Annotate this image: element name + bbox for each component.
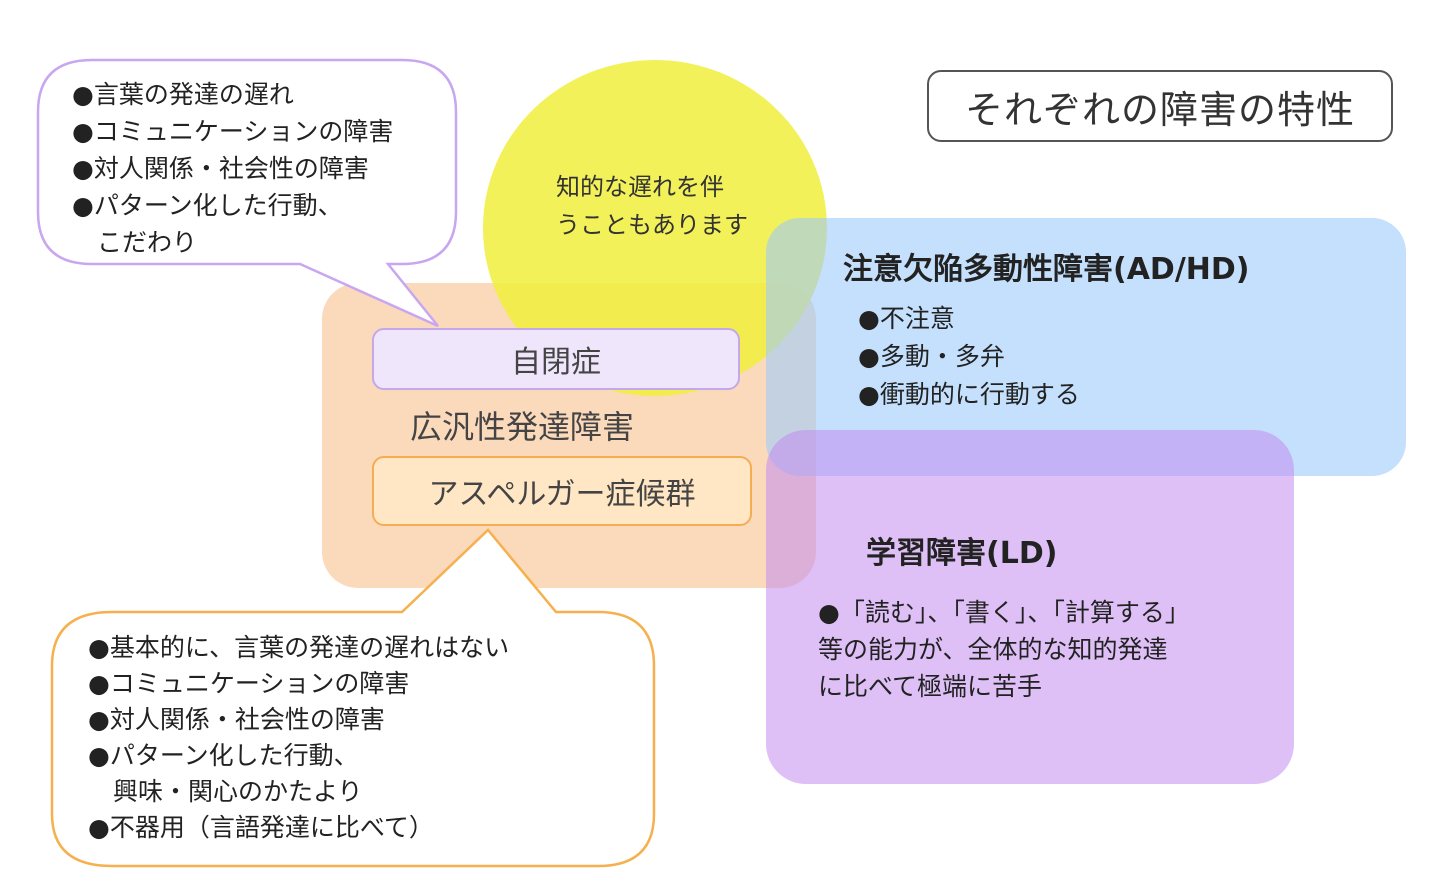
asperger-traits-list: ●基本的に、言葉の発達の遅れはない ●コミュニケーションの障害 ●対人関係・社会… xyxy=(88,630,509,846)
list-item: ●衝動的に行動する xyxy=(858,380,1080,409)
diagram-title: それぞれの障害の特性 xyxy=(927,70,1393,142)
ld-description: ●「読む」、「書く」、「計算する」 等の能力が、全体的な知的発達 に比べて極端に… xyxy=(818,594,1190,705)
autism-traits-list: ●言葉の発達の遅れ ●コミュニケーションの障害 ●対人関係・社会性の障害 ●パタ… xyxy=(72,76,393,261)
ld-description-line: ●「読む」、「書く」、「計算する」 xyxy=(818,598,1190,627)
list-item: 興味・関心のかたより xyxy=(88,777,363,806)
list-item: ●言葉の発達の遅れ xyxy=(72,80,294,109)
autism-label: 自閉症 xyxy=(372,328,740,390)
list-item: ●パターン化した行動、 xyxy=(88,741,359,770)
list-item: ●多動・多弁 xyxy=(858,342,1005,371)
ld-description-line: 等の能力が、全体的な知的発達 xyxy=(818,635,1168,664)
adhd-traits-list: ●不注意 ●多動・多弁 ●衝動的に行動する xyxy=(858,300,1080,414)
list-item: ●対人関係・社会性の障害 xyxy=(88,705,385,734)
adhd-title: 注意欠陥多動性障害(AD/HD) xyxy=(843,252,1250,287)
list-item: ●基本的に、言葉の発達の遅れはない xyxy=(88,633,510,662)
list-item: ●パターン化した行動、 xyxy=(72,191,343,220)
pdd-label: 広汎性発達障害 xyxy=(410,408,635,446)
ld-description-line: に比べて極端に苦手 xyxy=(818,672,1043,701)
ld-title: 学習障害(LD) xyxy=(866,536,1058,571)
list-item: ●不器用（言語発達に比べて） xyxy=(88,813,434,842)
intellectual-note-line: 知的な遅れを伴 xyxy=(556,173,724,201)
asperger-label: アスペルガー症候群 xyxy=(372,456,752,526)
list-item: ●対人関係・社会性の障害 xyxy=(72,154,369,183)
list-item: ●コミュニケーションの障害 xyxy=(72,117,394,146)
list-item: ●不注意 xyxy=(858,304,955,333)
intellectual-note-line: うこともあります xyxy=(556,211,748,239)
adhd-area xyxy=(766,218,1406,476)
asperger-callout-bubble xyxy=(50,528,656,868)
intellectual-note: 知的な遅れを伴 うこともあります xyxy=(556,168,748,244)
autism-callout-bubble xyxy=(36,58,458,328)
list-item: こだわり xyxy=(72,228,198,257)
ld-area xyxy=(766,430,1294,784)
intellectual-circle xyxy=(483,60,827,396)
list-item: ●コミュニケーションの障害 xyxy=(88,669,410,698)
